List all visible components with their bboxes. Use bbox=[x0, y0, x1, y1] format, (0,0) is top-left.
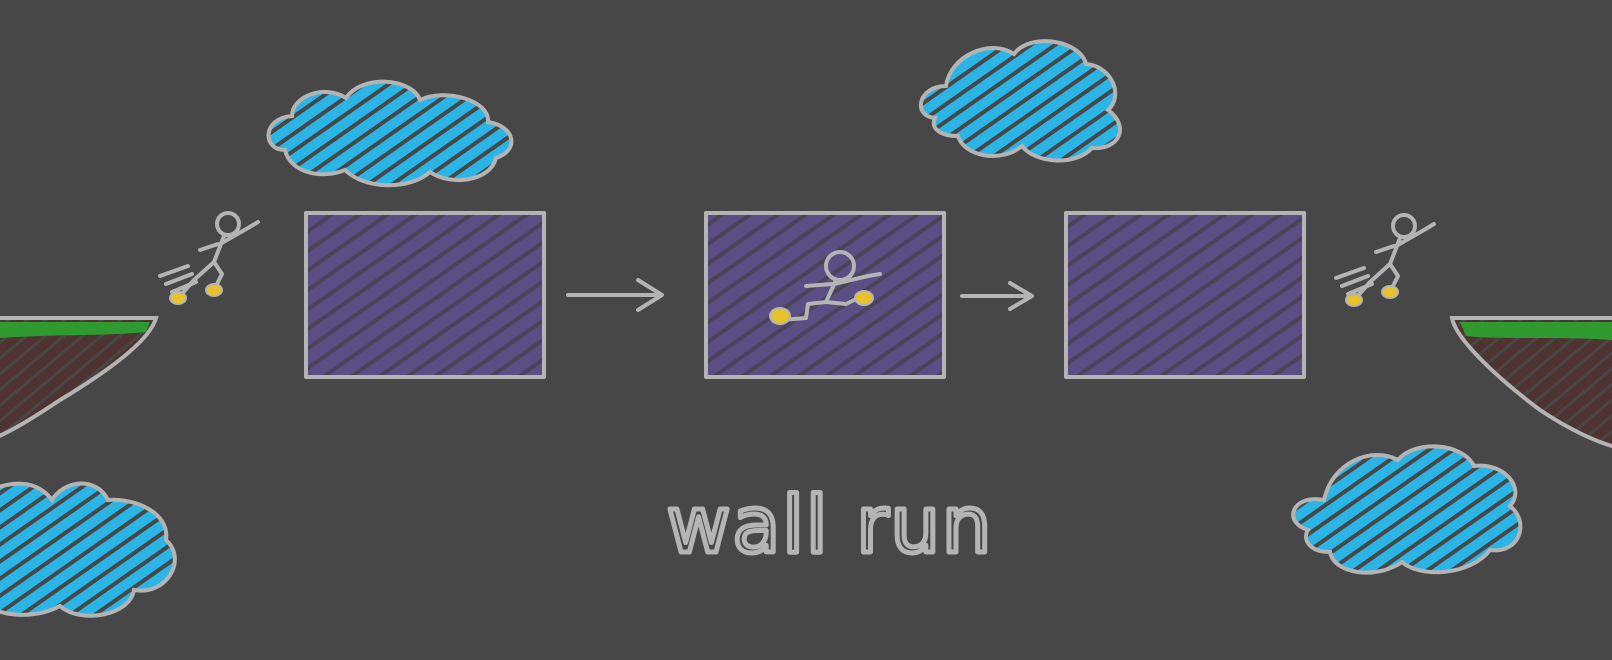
stick-figure-icon bbox=[769, 250, 882, 325]
wall-panel bbox=[704, 211, 946, 379]
cloud-icon bbox=[266, 79, 514, 188]
cloud-icon bbox=[0, 481, 177, 618]
arrow-right-icon bbox=[960, 281, 1034, 311]
cliff-icon bbox=[1449, 316, 1612, 449]
stick-figure-icon bbox=[1334, 213, 1436, 307]
cloud-icon bbox=[1291, 444, 1523, 575]
cloud-icon bbox=[918, 39, 1122, 163]
diagram-title: wall run bbox=[667, 481, 994, 571]
wall-panel bbox=[1064, 211, 1306, 379]
cliff-icon bbox=[0, 316, 159, 438]
arrow-right-icon bbox=[566, 278, 664, 312]
wall-panel bbox=[304, 211, 546, 379]
stick-figure-icon bbox=[158, 211, 260, 305]
